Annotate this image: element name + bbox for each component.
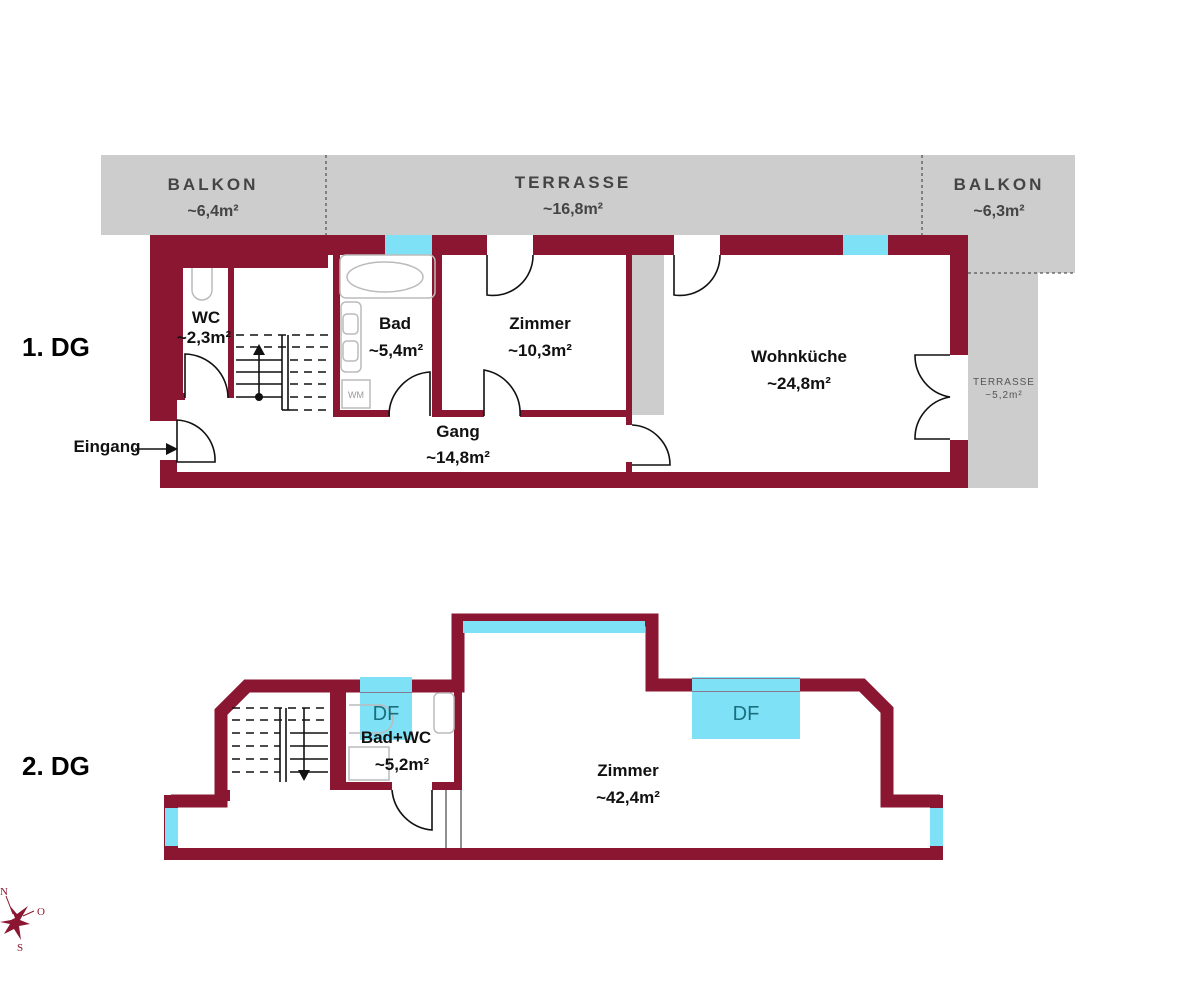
wall bbox=[950, 235, 968, 355]
compass-n: N bbox=[0, 886, 8, 898]
wall bbox=[432, 255, 442, 417]
window bbox=[463, 621, 645, 633]
wall bbox=[164, 848, 943, 860]
staircase bbox=[236, 334, 330, 411]
washing-machine bbox=[341, 379, 371, 409]
entrance-arrow-head bbox=[166, 443, 178, 455]
floor-1-plan: WM bbox=[22, 155, 1075, 488]
wall bbox=[330, 782, 392, 790]
outdoor-band bbox=[101, 155, 1075, 235]
room-name: Gang bbox=[436, 422, 479, 441]
toilet bbox=[191, 268, 213, 301]
washing-machine-label: WM bbox=[348, 390, 364, 400]
wall bbox=[432, 782, 462, 790]
washbasin bbox=[340, 301, 362, 373]
wall bbox=[950, 440, 968, 488]
wall bbox=[171, 613, 940, 808]
room-name: Wohnküche bbox=[751, 347, 847, 366]
wall bbox=[183, 255, 328, 268]
doors bbox=[176, 254, 951, 466]
floor-label: 2. DG bbox=[22, 751, 90, 781]
door-opening bbox=[674, 235, 720, 255]
outdoor-name: TERRASSE bbox=[973, 377, 1035, 388]
floor-2-plan: DF DF Bad+WC ~5,2m² Zimmer ~42,4m² 2. DG bbox=[22, 613, 943, 860]
entrance-label: Eingang bbox=[73, 437, 140, 456]
wall bbox=[220, 790, 230, 801]
window bbox=[385, 235, 432, 255]
washbasin bbox=[349, 704, 394, 734]
terrace-right bbox=[968, 273, 1038, 488]
bathtub bbox=[339, 254, 436, 299]
wall bbox=[150, 235, 968, 255]
wall bbox=[330, 686, 346, 790]
wall bbox=[626, 255, 632, 425]
compass-rose-icon: N O S bbox=[0, 886, 45, 954]
wall bbox=[160, 460, 177, 488]
wall bbox=[432, 410, 484, 417]
compass-o: O bbox=[37, 906, 45, 918]
floor-label: 1. DG bbox=[22, 332, 90, 362]
room-name: Bad+WC bbox=[361, 728, 431, 747]
outdoor-name: BALKON bbox=[954, 175, 1045, 194]
room-area: ~14,8m² bbox=[426, 448, 490, 467]
window bbox=[165, 808, 178, 846]
basin bbox=[342, 340, 359, 362]
wall bbox=[626, 462, 632, 474]
wall bbox=[177, 393, 185, 400]
shower bbox=[348, 746, 390, 781]
skylight-edge bbox=[360, 677, 412, 692]
room-area: ~42,4m² bbox=[596, 788, 660, 807]
wall bbox=[333, 410, 390, 417]
door bbox=[391, 789, 433, 831]
room-area: ~24,8m² bbox=[767, 374, 831, 393]
compass-s: S bbox=[17, 942, 23, 954]
gray-column bbox=[632, 255, 664, 415]
room-area: ~10,3m² bbox=[508, 341, 572, 360]
wall bbox=[333, 255, 340, 417]
wall bbox=[228, 268, 234, 398]
skylight-label: DF bbox=[733, 703, 760, 725]
wall bbox=[454, 686, 462, 790]
window bbox=[843, 235, 888, 255]
room-name: Zimmer bbox=[509, 314, 571, 333]
outdoor-name: TERRASSE bbox=[515, 173, 632, 192]
staircase bbox=[232, 707, 328, 782]
balcony-right-extension bbox=[968, 235, 1075, 273]
room-name: Bad bbox=[379, 314, 411, 333]
toilet bbox=[433, 692, 455, 734]
wall bbox=[520, 410, 632, 417]
wall bbox=[177, 255, 183, 400]
room-name: Zimmer bbox=[597, 761, 659, 780]
basin bbox=[342, 313, 359, 335]
room-area: ~2,3m² bbox=[177, 328, 232, 347]
wall bbox=[160, 472, 968, 488]
outdoor-area: ~6,3m² bbox=[973, 203, 1024, 220]
room-area: ~5,2m² bbox=[375, 755, 430, 774]
wall bbox=[150, 235, 177, 421]
skylight-edge bbox=[692, 679, 800, 691]
outdoor-area: ~16,8m² bbox=[543, 201, 603, 218]
door-opening bbox=[487, 235, 533, 255]
outdoor-name: BALKON bbox=[168, 175, 259, 194]
bathtub-basin bbox=[346, 261, 424, 293]
skylight-label: DF bbox=[373, 703, 400, 725]
room-name: WC bbox=[192, 308, 220, 327]
outdoor-area: ~6,4m² bbox=[187, 203, 238, 220]
outdoor-area: ~5,2m² bbox=[985, 390, 1022, 401]
room-area: ~5,4m² bbox=[369, 341, 424, 360]
window bbox=[930, 808, 943, 846]
